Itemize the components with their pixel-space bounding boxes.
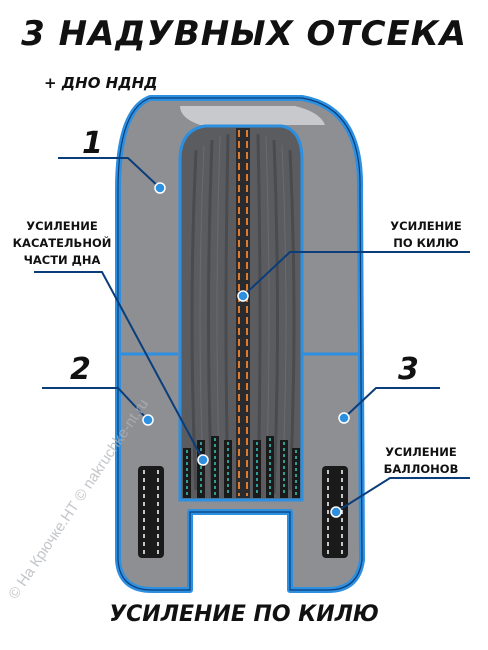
leader-compartment-2 [42, 387, 149, 421]
callout-bottom-edge-label: УСИЛЕНИЕ КАСАТЕЛЬНОЙ ЧАСТИ ДНА [12, 219, 112, 267]
tube-reinforcement-left [138, 466, 164, 558]
callout-keel-label: УСИЛЕНИЕ ПО КИЛЮ [390, 219, 462, 250]
page-title: 3 НАДУВНЫХ ОТСЕКА [21, 14, 467, 54]
compartment-number-1: 1 [82, 126, 103, 161]
leader-compartment-1 [58, 157, 161, 189]
leader-keel [242, 251, 470, 297]
leader-tubes [335, 477, 470, 513]
page-footer: УСИЛЕНИЕ ПО КИЛЮ [109, 602, 379, 627]
compartment-number-2: 2 [70, 352, 91, 387]
callout-tubes-label: УСИЛЕНИЕ БАЛЛОНОВ [383, 445, 459, 476]
compartment-number-3: 3 [398, 352, 419, 387]
page-subtitle: + ДНО НДНД [44, 74, 158, 92]
leader-bottom-edge [34, 271, 204, 461]
leader-compartment-3 [343, 387, 440, 419]
bow-panel [180, 106, 325, 125]
